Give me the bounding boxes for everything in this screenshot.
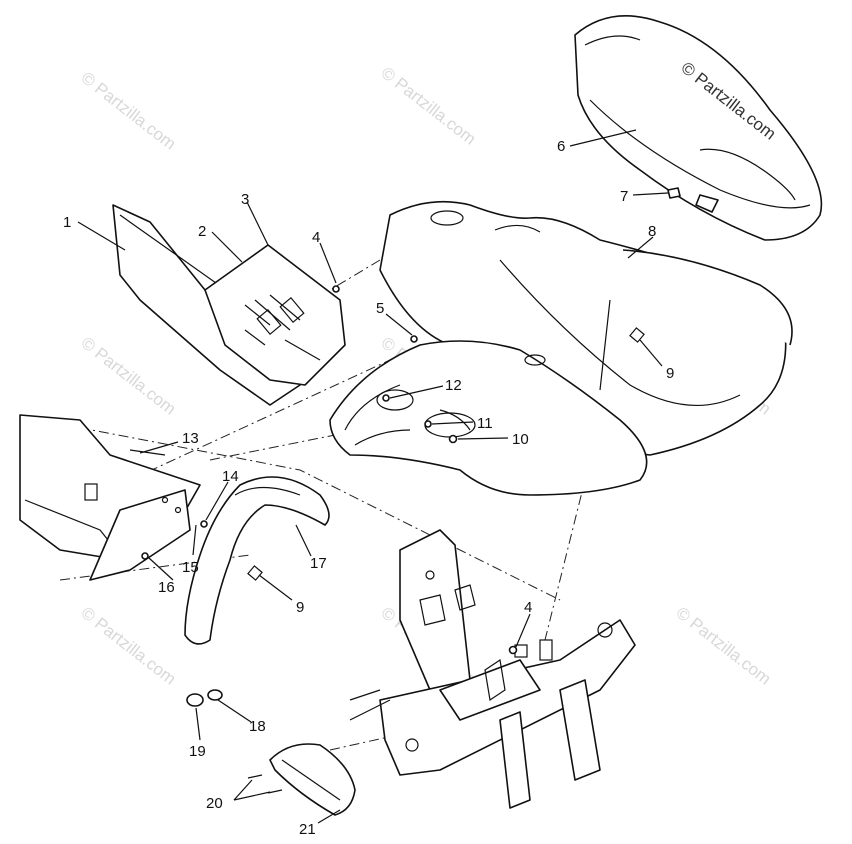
part-center-fender xyxy=(329,340,648,496)
callout-11: 11 xyxy=(477,415,493,432)
callout-9-lower: 9 xyxy=(296,599,304,616)
callout-17: 17 xyxy=(310,555,327,572)
part-7-clip xyxy=(667,187,719,213)
callout-20: 20 xyxy=(206,795,223,812)
callout-19: 19 xyxy=(189,743,206,760)
callout-10: 10 xyxy=(512,431,529,448)
callout-14: 14 xyxy=(222,468,239,485)
callout-6: 6 xyxy=(557,138,565,155)
part-3-footrest xyxy=(204,244,346,386)
callout-18: 18 xyxy=(249,718,266,735)
watermark: © Partzilla.com xyxy=(78,333,180,419)
callout-labels: 1 2 3 4 5 6 7 8 9 10 11 12 13 14 15 16 1… xyxy=(63,138,674,838)
part-9-nut-lower xyxy=(247,565,263,581)
part-18-washer xyxy=(207,689,223,701)
watermark: © Partzilla.com xyxy=(378,63,480,149)
callout-9-upper: 9 xyxy=(666,365,674,382)
callout-13: 13 xyxy=(182,430,199,447)
leader-lines xyxy=(77,129,669,824)
frame-assembly xyxy=(349,529,636,809)
part-17-fender-flare xyxy=(184,476,330,645)
callout-5: 5 xyxy=(376,300,384,317)
part-19-nut xyxy=(186,693,204,707)
callout-12: 12 xyxy=(445,377,462,394)
callout-7: 7 xyxy=(620,188,628,205)
callout-1: 1 xyxy=(63,214,71,231)
callout-2: 2 xyxy=(198,223,206,240)
part-15-bracket xyxy=(89,489,191,581)
callout-8: 8 xyxy=(648,223,656,240)
callout-15: 15 xyxy=(182,559,199,576)
part-21-mud-flap xyxy=(247,743,356,816)
callout-4: 4 xyxy=(312,229,320,246)
watermark: © Partzilla.com xyxy=(78,68,180,154)
fasteners xyxy=(141,285,518,655)
callout-16: 16 xyxy=(158,579,175,596)
callout-21: 21 xyxy=(299,821,316,838)
callout-3: 3 xyxy=(241,191,249,208)
watermark: © Partzilla.com xyxy=(78,603,180,689)
watermark: © Partzilla.com xyxy=(673,603,775,689)
part-6-rear-cover xyxy=(574,15,823,241)
callout-4-frame: 4 xyxy=(524,599,532,616)
